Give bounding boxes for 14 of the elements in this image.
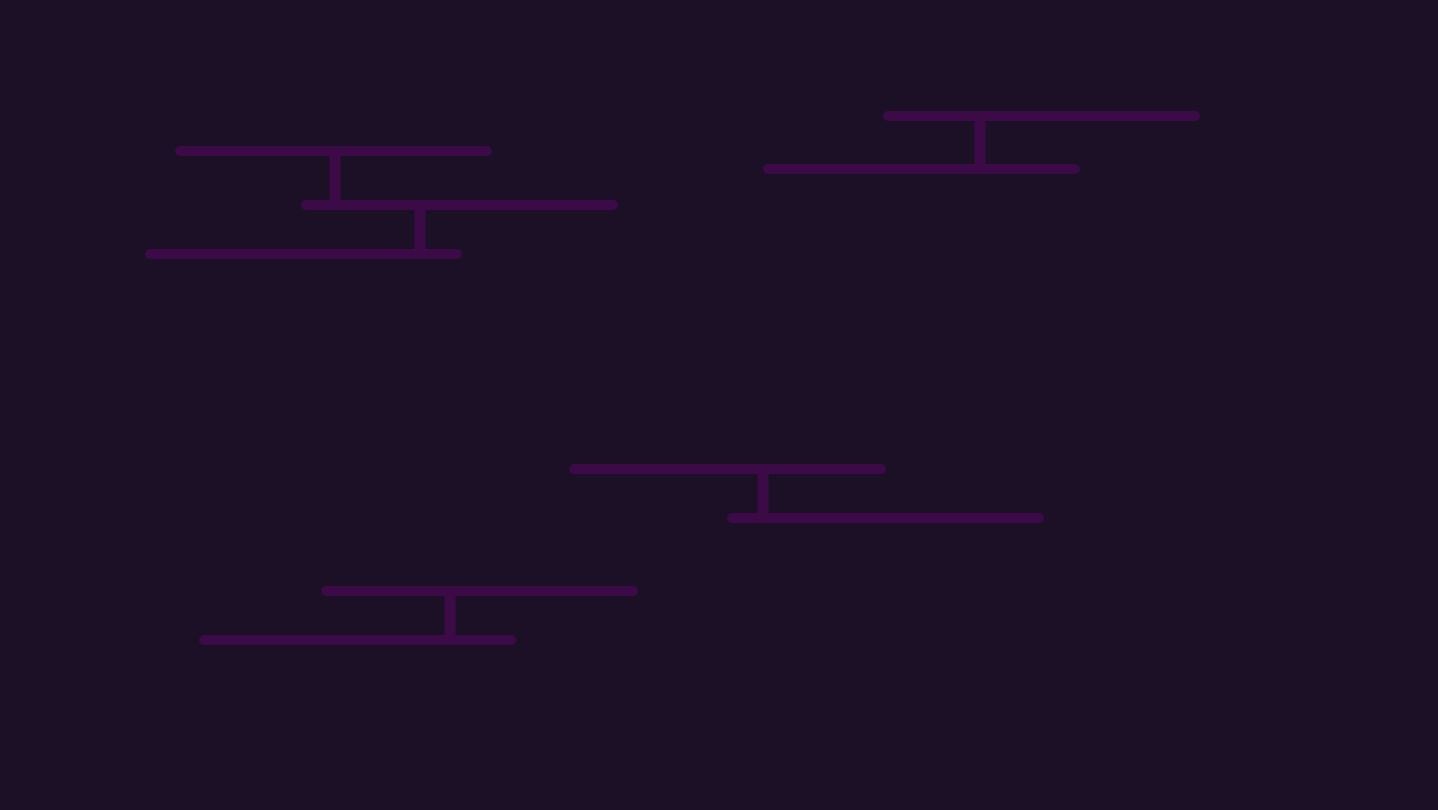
horizontal-bar: [883, 111, 1200, 121]
horizontal-bar: [145, 249, 462, 259]
connector-line: [444, 596, 456, 635]
connector-line: [414, 210, 426, 249]
horizontal-bar: [569, 464, 886, 474]
connector-line: [757, 474, 769, 513]
horizontal-bar: [763, 164, 1080, 174]
connector-line: [329, 156, 341, 200]
horizontal-bar: [321, 586, 638, 596]
horizontal-bar: [175, 146, 492, 156]
horizontal-bar: [301, 200, 618, 210]
horizontal-bar: [727, 513, 1044, 523]
connector-line: [974, 121, 986, 164]
horizontal-bar: [199, 635, 516, 645]
